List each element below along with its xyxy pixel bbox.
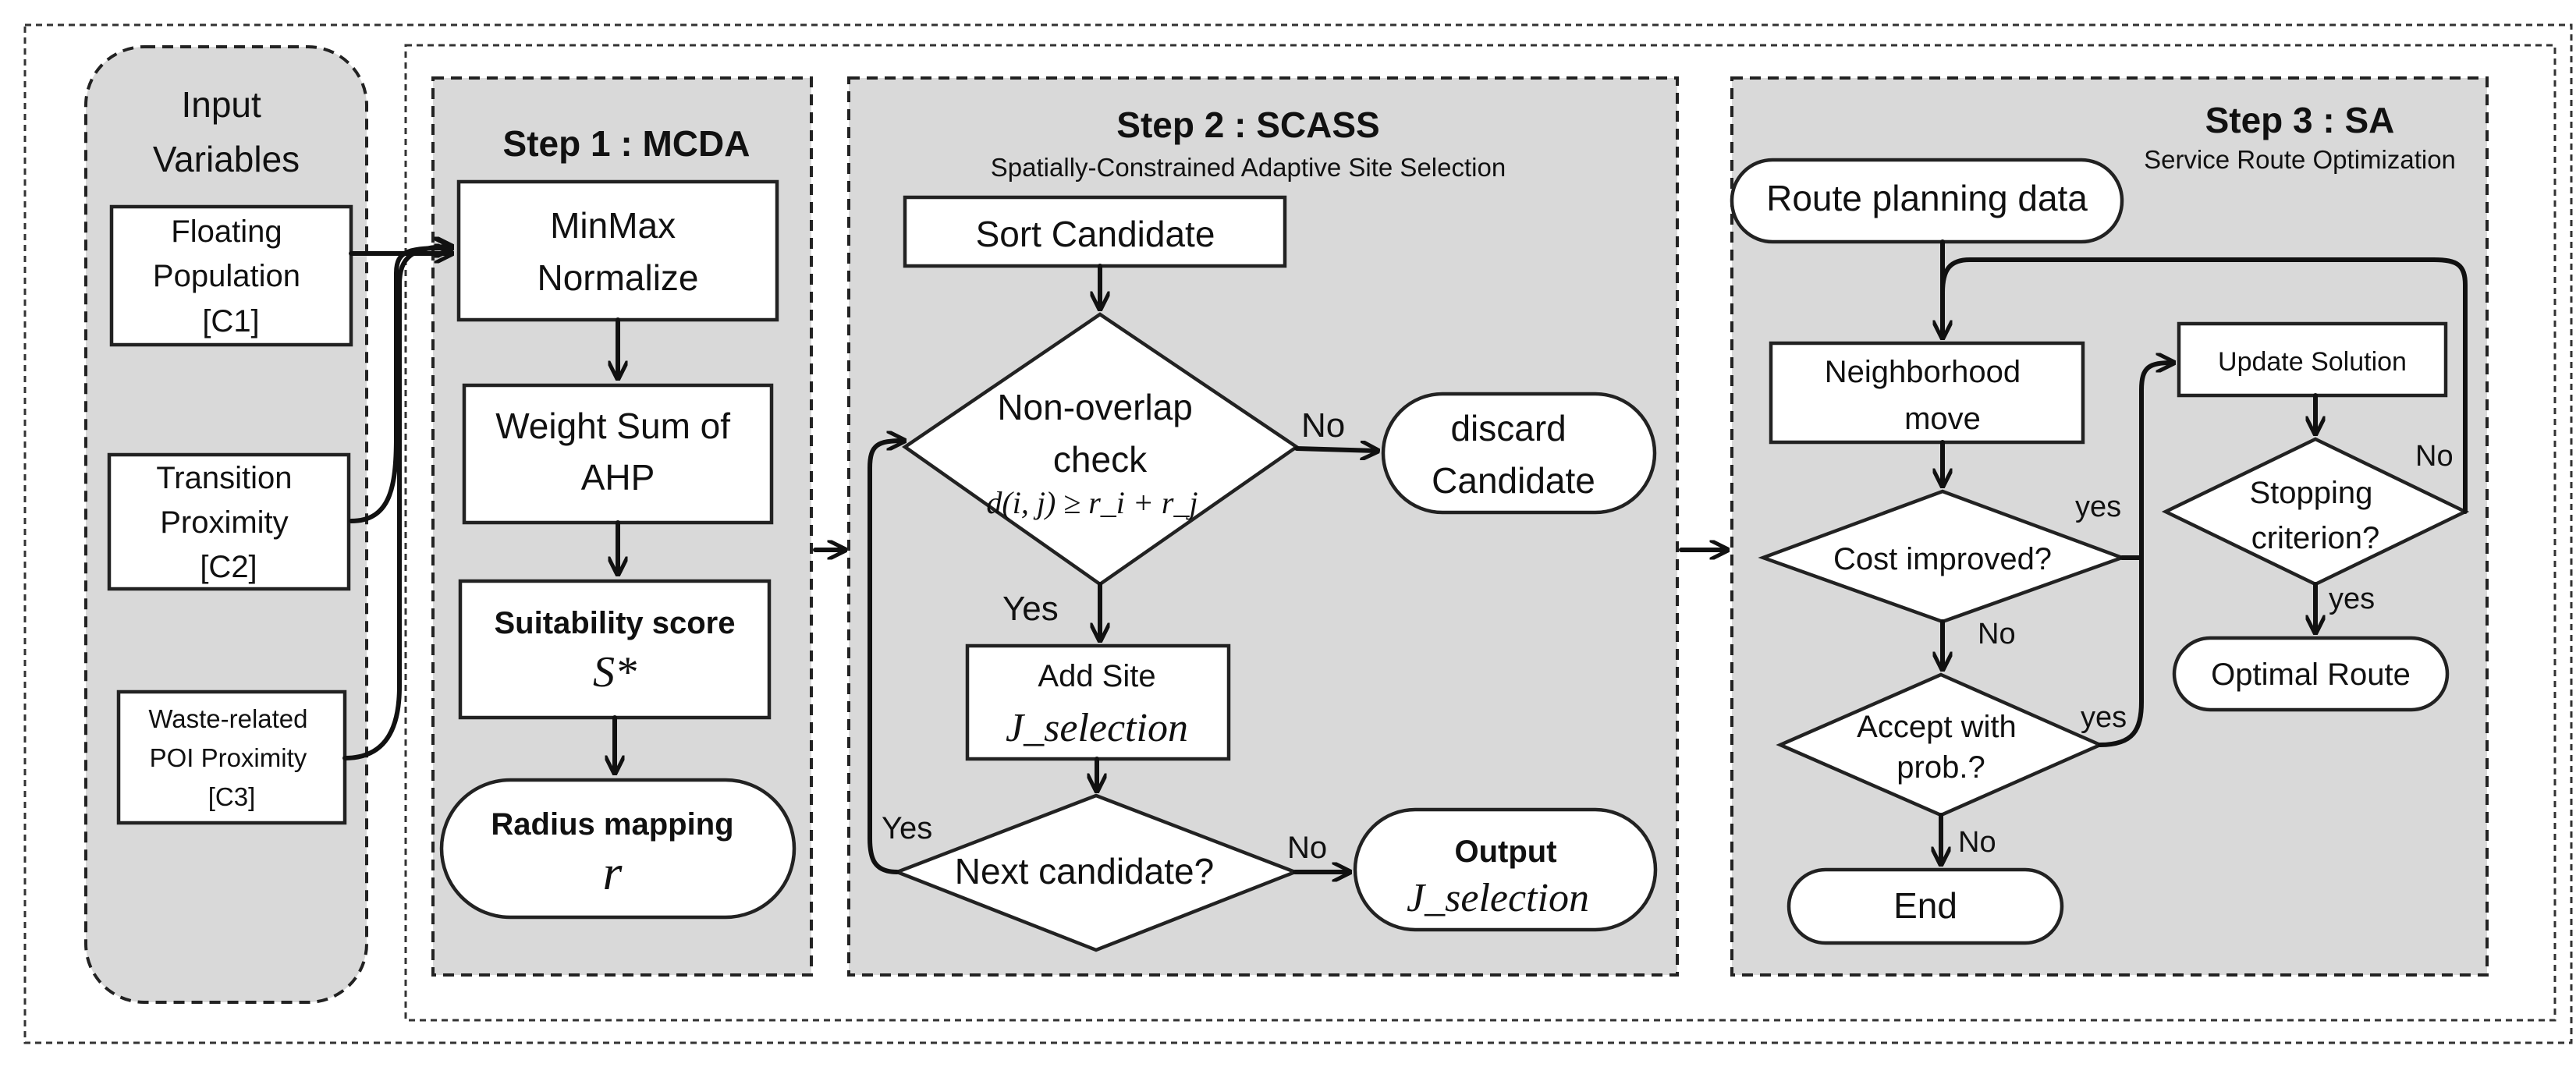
step2-title: Step 2 : SCASS [1116, 105, 1379, 145]
label-no-next: No [1287, 831, 1327, 865]
suitability-score-label: Suitability score [495, 606, 736, 640]
output-box [1353, 807, 1658, 932]
transition-proximity-box [107, 452, 351, 591]
label-no-accept: No [1958, 826, 1996, 859]
input-title: Input Variables [153, 84, 300, 179]
weight-sum-ahp-label: Weight Sum of AHP [495, 406, 740, 498]
output-label: Output [1454, 835, 1556, 869]
minmax-normalize-label: MinMax Normalize [537, 205, 698, 298]
arrow-stopping-no-loop [1940, 257, 2468, 514]
add-site-label: Add Site [1038, 659, 1155, 693]
step3-title: Step 3 : SA [2205, 100, 2395, 140]
transition-proximity-label: Transition Proximity [C2] [156, 461, 300, 584]
end-box [1787, 867, 2064, 945]
neighborhood-move-box [1769, 341, 2085, 445]
stopping-criterion-label: Stopping criterion? [2249, 476, 2381, 555]
non-overlap-formula: d(i, j) ≥ r_i + r_j [986, 485, 1198, 520]
minmax-normalize-box [456, 179, 779, 322]
label-no-overlap: No [1301, 406, 1345, 445]
step1-title: Step 1 : MCDA [503, 123, 750, 164]
label-yes-cost: yes [2075, 491, 2121, 523]
step3-subtitle: Service Route Optimization [2144, 145, 2456, 174]
suitability-score-box [458, 579, 772, 720]
next-candidate-label: Next candidate? [955, 851, 1214, 892]
radius-mapping-label: Radius mapping [491, 807, 733, 842]
arrow-c3-to-minmax [342, 246, 451, 760]
accept-with-prob-label: Accept with prob.? [1857, 710, 2025, 785]
waste-poi-proximity-box [116, 689, 347, 825]
sort-candidate-label: Sort Candidate [976, 214, 1215, 254]
label-no-cost: No [1978, 618, 2016, 650]
floating-population-box [109, 204, 353, 347]
radius-mapping-box [439, 778, 797, 920]
waste-poi-proximity-label: Waste-related POI Proximity [C3] [148, 704, 314, 811]
discard-candidate-label: discard Candidate [1432, 408, 1595, 501]
floating-population-label: Floating Population [C1] [153, 214, 309, 339]
route-planning-data-box [1730, 158, 2124, 244]
outer-frame [23, 23, 2573, 1044]
arrow-check-to-discard [1294, 448, 1377, 451]
radius-mapping-symbol: r [603, 845, 623, 900]
non-overlap-check-label: Non-overlap check [997, 387, 1202, 480]
sort-candidate-box [903, 195, 1287, 268]
cost-improved-label: Cost improved? [1833, 542, 2052, 576]
output-symbol: J_selection [1407, 876, 1589, 920]
update-solution-box [2177, 321, 2448, 398]
label-yes-accept: yes [2081, 701, 2127, 734]
update-solution-label: Update Solution [2218, 347, 2407, 377]
optimal-route-label: Optimal Route [2211, 658, 2411, 692]
process-frame [404, 44, 2556, 1022]
label-yes-stop: yes [2329, 583, 2375, 615]
step2-subtitle: Spatially-Constrained Adaptive Site Sele… [991, 153, 1506, 182]
weight-sum-ahp-box [462, 383, 774, 525]
suitability-score-symbol: S* [593, 648, 637, 697]
discard-candidate-box [1381, 392, 1657, 515]
next-candidate-diamond [892, 793, 1300, 952]
arrow-accept-yes-to-update [2098, 363, 2173, 747]
add-site-symbol: J_selection [1006, 706, 1188, 750]
neighborhood-move-label: Neighborhood move [1825, 355, 2029, 436]
optimal-route-box [2172, 636, 2450, 712]
route-planning-data-label: Route planning data [1766, 178, 2088, 218]
label-yes-overlap: Yes [1002, 590, 1059, 628]
label-no-stop: No [2415, 440, 2454, 473]
label-yes-next: Yes [882, 811, 932, 845]
end-label: End [1893, 885, 1957, 926]
arrow-next-loop-to-check [868, 441, 903, 874]
